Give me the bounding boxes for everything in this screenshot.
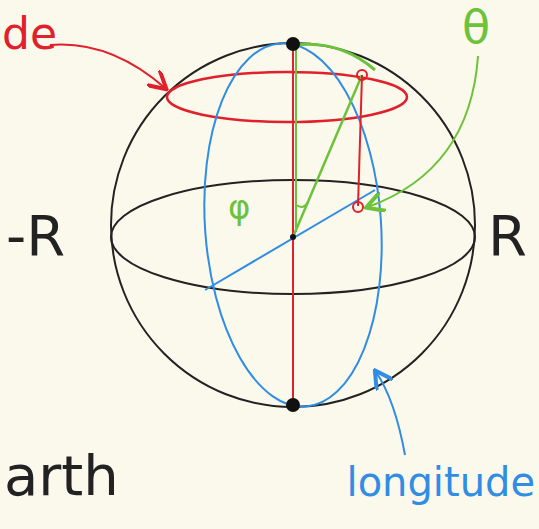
axis-label: R bbox=[488, 208, 527, 264]
axis bbox=[292, 43, 294, 405]
radius bbox=[293, 75, 362, 237]
south-pole bbox=[286, 398, 300, 412]
arc bbox=[296, 44, 375, 70]
point bbox=[353, 202, 363, 212]
north-pole bbox=[286, 37, 300, 51]
projection bbox=[358, 75, 362, 206]
leader-line bbox=[376, 372, 405, 455]
angle-label: θ bbox=[462, 4, 490, 50]
longitude-label: longitude bbox=[347, 462, 535, 502]
leader-line bbox=[50, 45, 165, 88]
latitude-circle bbox=[167, 72, 407, 122]
angle-label: φ bbox=[228, 190, 250, 224]
axis-label: -R bbox=[6, 208, 65, 264]
point bbox=[357, 70, 367, 80]
center bbox=[290, 234, 296, 240]
diameter bbox=[205, 190, 375, 290]
sphere-outline bbox=[111, 43, 475, 407]
leader-line bbox=[368, 56, 478, 207]
title-fragment: arth bbox=[4, 448, 119, 504]
latitude-label: de bbox=[2, 12, 57, 56]
angle-arc bbox=[296, 202, 308, 207]
radius bbox=[295, 45, 297, 232]
longitude-circle bbox=[193, 37, 394, 412]
